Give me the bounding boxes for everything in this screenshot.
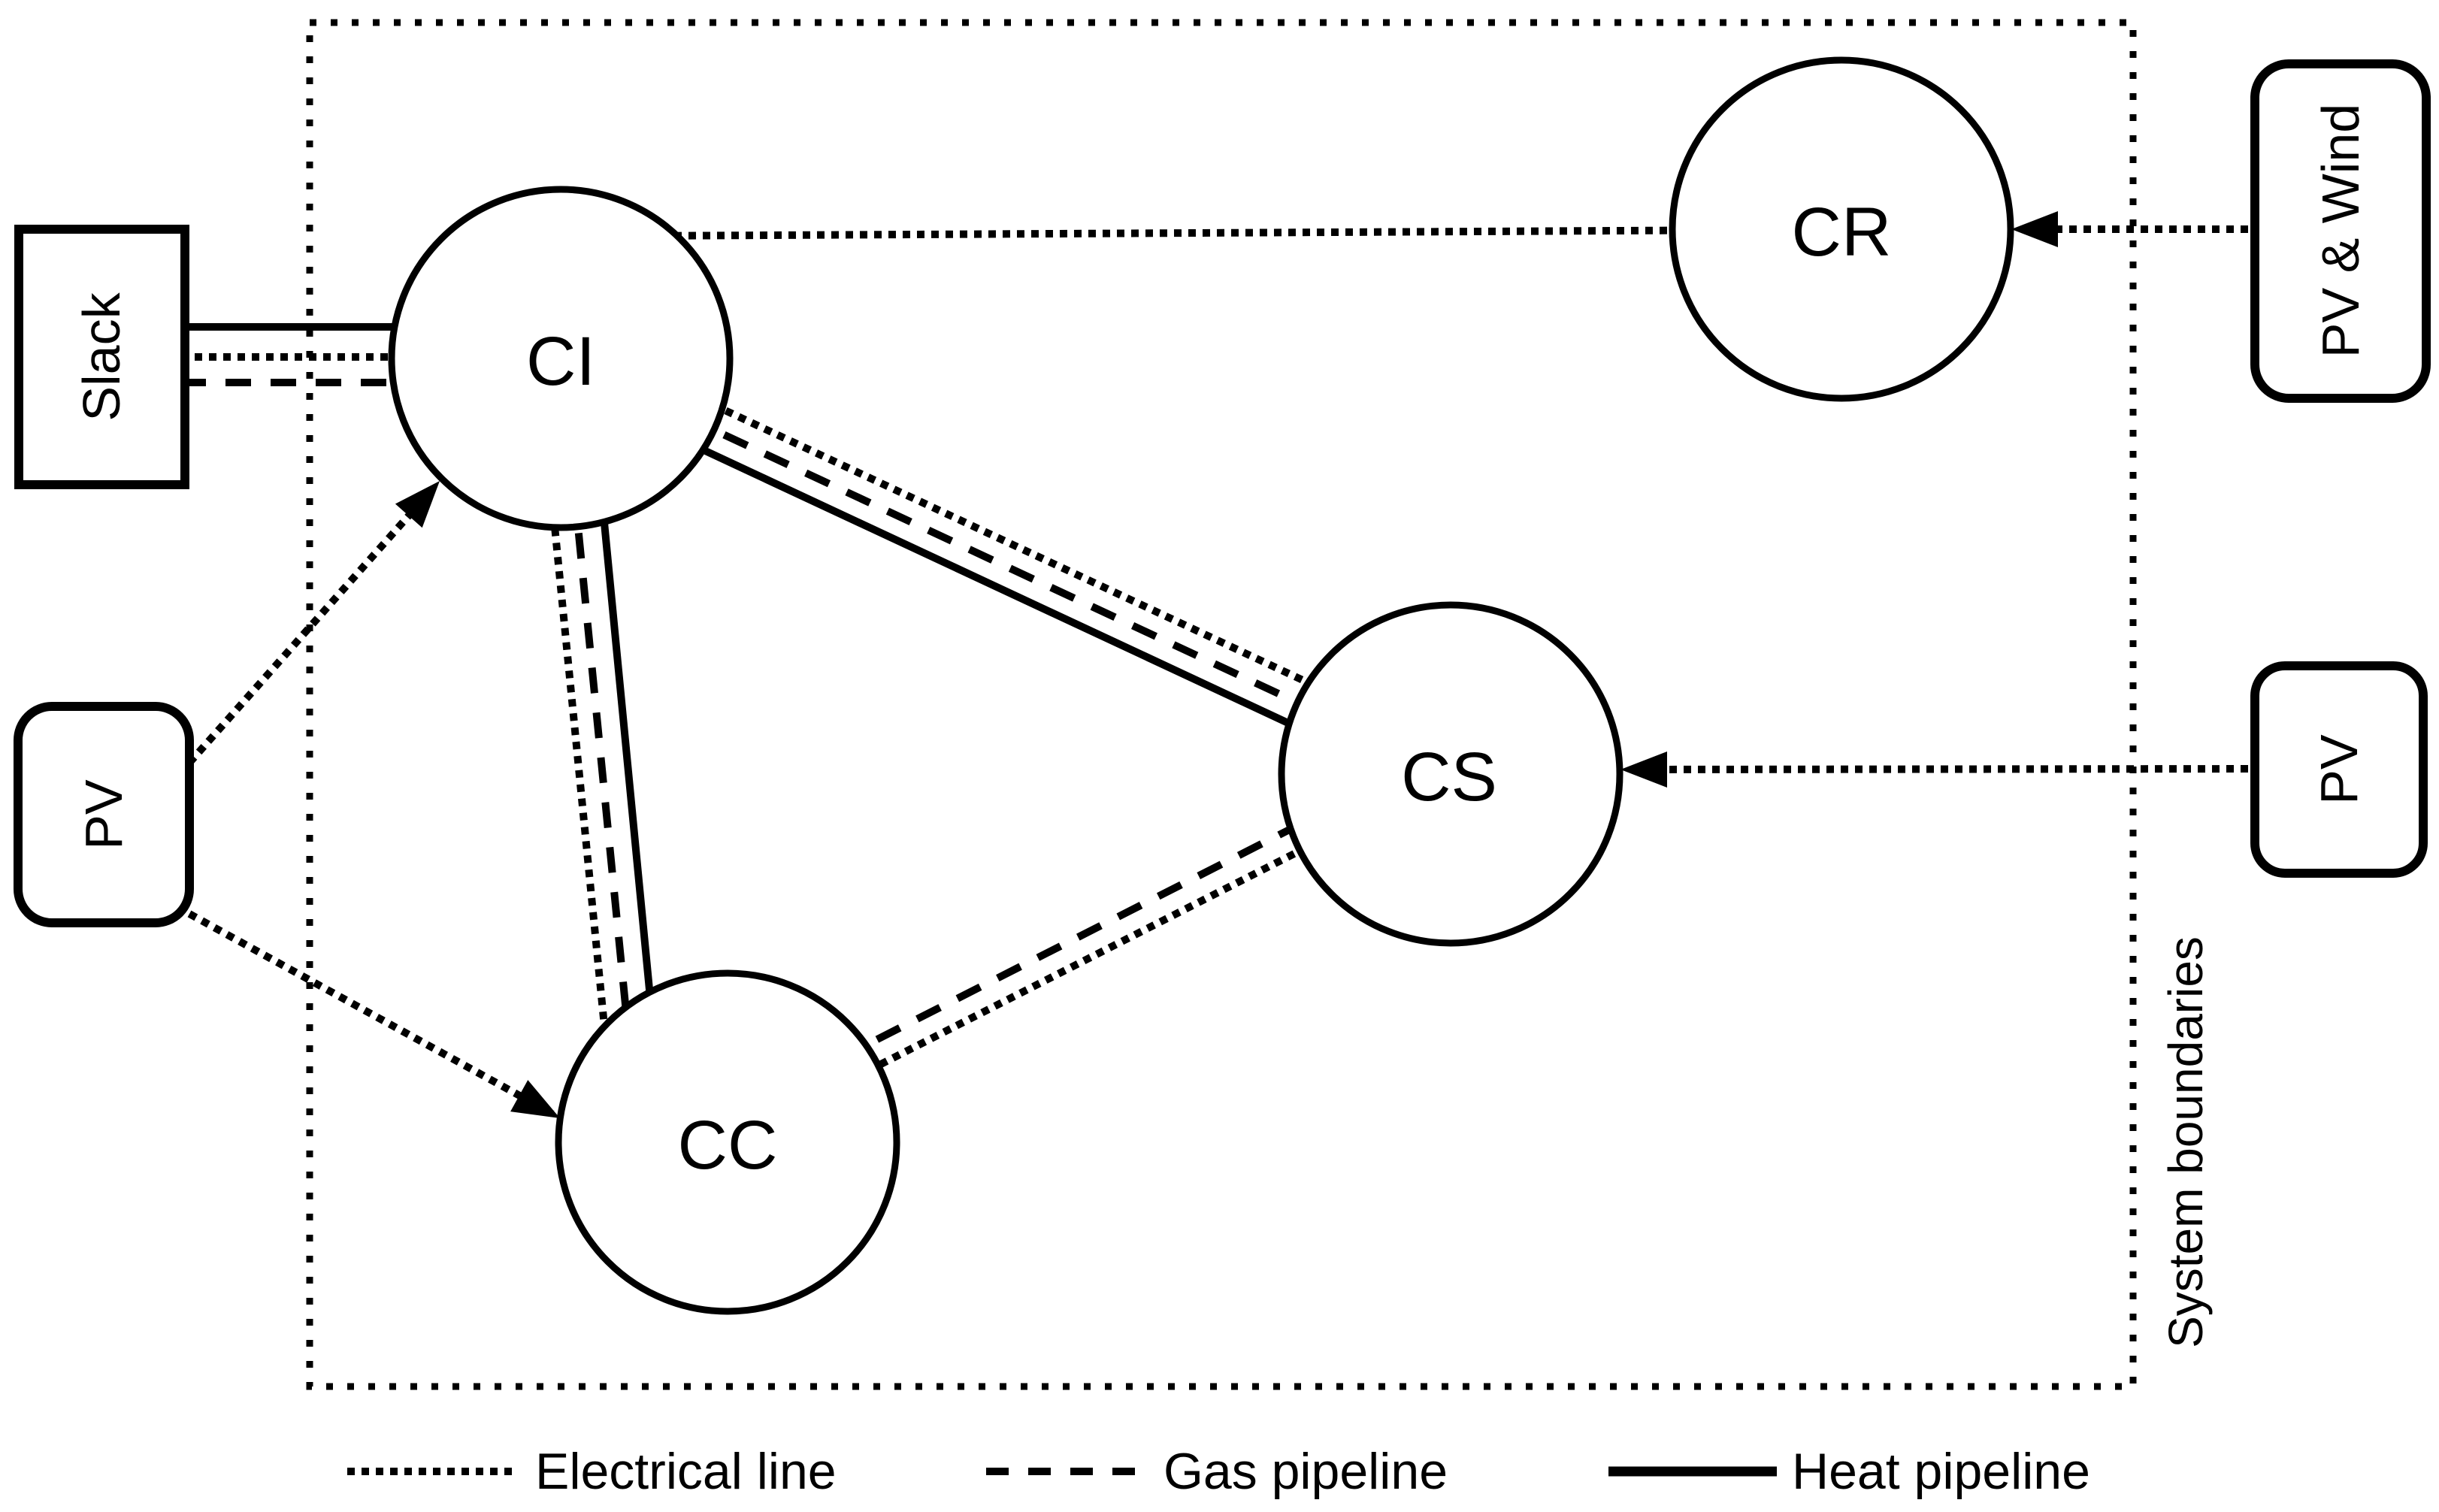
edge-ci-cc-electrical [543,443,611,1057]
arrow-pvwind-to-cr [2011,211,2262,247]
node-cc-label: CC [678,1107,778,1184]
external-pv-left-label: PV [74,779,133,850]
legend: Electrical line Gas pipeline Heat pipeli… [347,1443,2090,1500]
arrow-pv-to-cc-shaft [187,910,555,1117]
arrowhead-icon [395,481,440,528]
node-cr [1669,56,2014,402]
arrow-pv-to-cc [187,910,560,1118]
node-cr-label: CR [1792,194,1892,271]
external-slack-box [14,225,189,489]
external-pv-right-box [2250,661,2428,878]
arrow-pvright-to-cs [1620,751,2263,788]
external-pv-left-box [14,702,194,927]
node-cc [555,969,900,1315]
system-boundary-label: System boundaries [2159,936,2213,1348]
legend-gas-label: Gas pipeline [1164,1443,1448,1500]
node-cs [1278,601,1623,947]
arrow-pv-to-ci-shaft [186,486,435,766]
legend-electrical-label: Electrical line [535,1443,837,1500]
arrowhead-icon [1620,751,1667,788]
arrow-pv-to-ci [186,481,440,766]
edge-ci-cc-heat [593,444,660,1060]
edge-ci-cc-gas [566,443,634,1058]
external-pv-wind-label: PV & Wind [2311,104,2370,358]
node-cs-label: CS [1401,739,1497,815]
arrowhead-icon [2011,211,2058,247]
node-ci-label: CI [526,323,595,400]
node-ci [388,186,734,531]
system-boundary-rect [306,19,2137,1390]
legend-heat-label: Heat pipeline [1792,1443,2090,1500]
edge-ci-cr-electrical [631,226,1760,240]
external-pv-wind-box [2250,59,2431,403]
arrowhead-icon [510,1080,560,1118]
external-pv-right-label: PV [2310,734,2368,805]
external-slack-label: Slack [72,292,131,421]
arrow-pvright-to-cs-shaft [1630,765,2263,773]
